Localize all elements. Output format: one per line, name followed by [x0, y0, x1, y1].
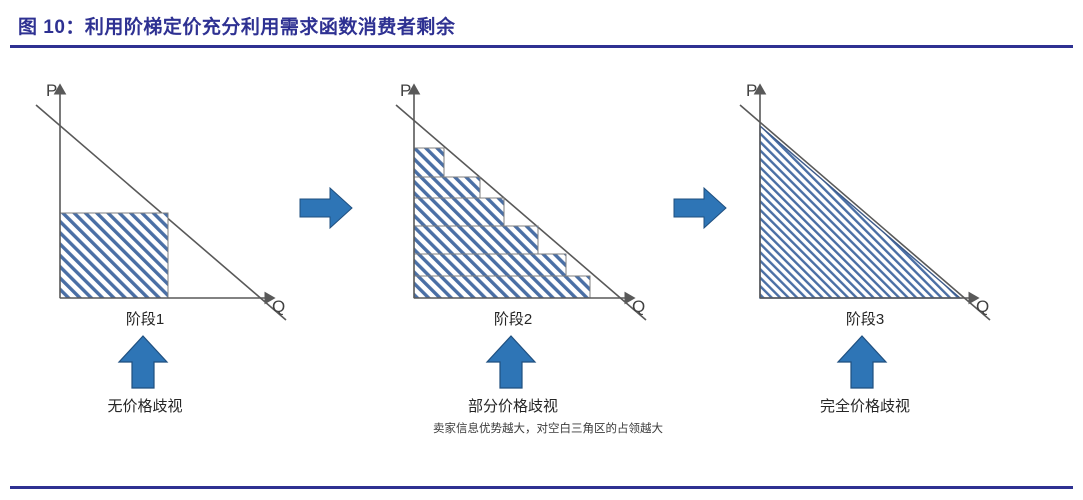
title-rule-top: [10, 45, 1073, 48]
y-axis-label: P: [400, 81, 411, 100]
figure-rule-bottom: [10, 486, 1073, 489]
staircase-step: [413, 275, 591, 299]
x-axis-label: Q: [272, 297, 285, 316]
x-axis-label: Q: [976, 297, 989, 316]
panel-1-diagram: P Q: [35, 81, 287, 321]
up-arrow-3: [836, 335, 888, 389]
panel-stage-2: P Q 阶段2 部分价格歧视: [378, 80, 708, 430]
consumer-surplus-staircase: [413, 147, 591, 299]
figure-caption: 卖家信息优势越大，对空白三角区的占领越大: [433, 423, 663, 435]
stage-label-3: 阶段3: [845, 311, 885, 328]
stage-label-2: 阶段2: [493, 311, 533, 328]
consumer-surplus-rect: [59, 212, 169, 299]
up-arrow-1: [117, 335, 169, 389]
desc-label-1: 无价格歧视: [107, 398, 183, 415]
y-axis-label: P: [746, 81, 757, 100]
transition-arrow-2: [673, 186, 727, 230]
consumer-surplus-triangle: [759, 124, 962, 299]
up-arrow-2: [485, 335, 537, 389]
panel-stage-1: P Q 阶段1 无价格歧视: [18, 80, 348, 430]
transition-arrow-1: [299, 186, 353, 230]
stage-label-1: 阶段1: [125, 311, 165, 328]
panel-2-diagram: P Q: [395, 81, 647, 321]
demand-curve: [739, 104, 991, 321]
panel-3-diagram: P Q: [739, 81, 991, 321]
y-axis-label: P: [46, 81, 57, 100]
desc-label-2: 部分价格歧视: [467, 398, 558, 415]
figure-title: 图 10：利用阶梯定价充分利用需求函数消费者剩余: [18, 17, 456, 38]
desc-label-3: 完全价格歧视: [819, 398, 910, 415]
demand-curve: [395, 104, 647, 321]
panel-stage-3: P Q 阶段3 完全价格歧视: [722, 80, 1052, 430]
x-axis-label: Q: [632, 297, 645, 316]
